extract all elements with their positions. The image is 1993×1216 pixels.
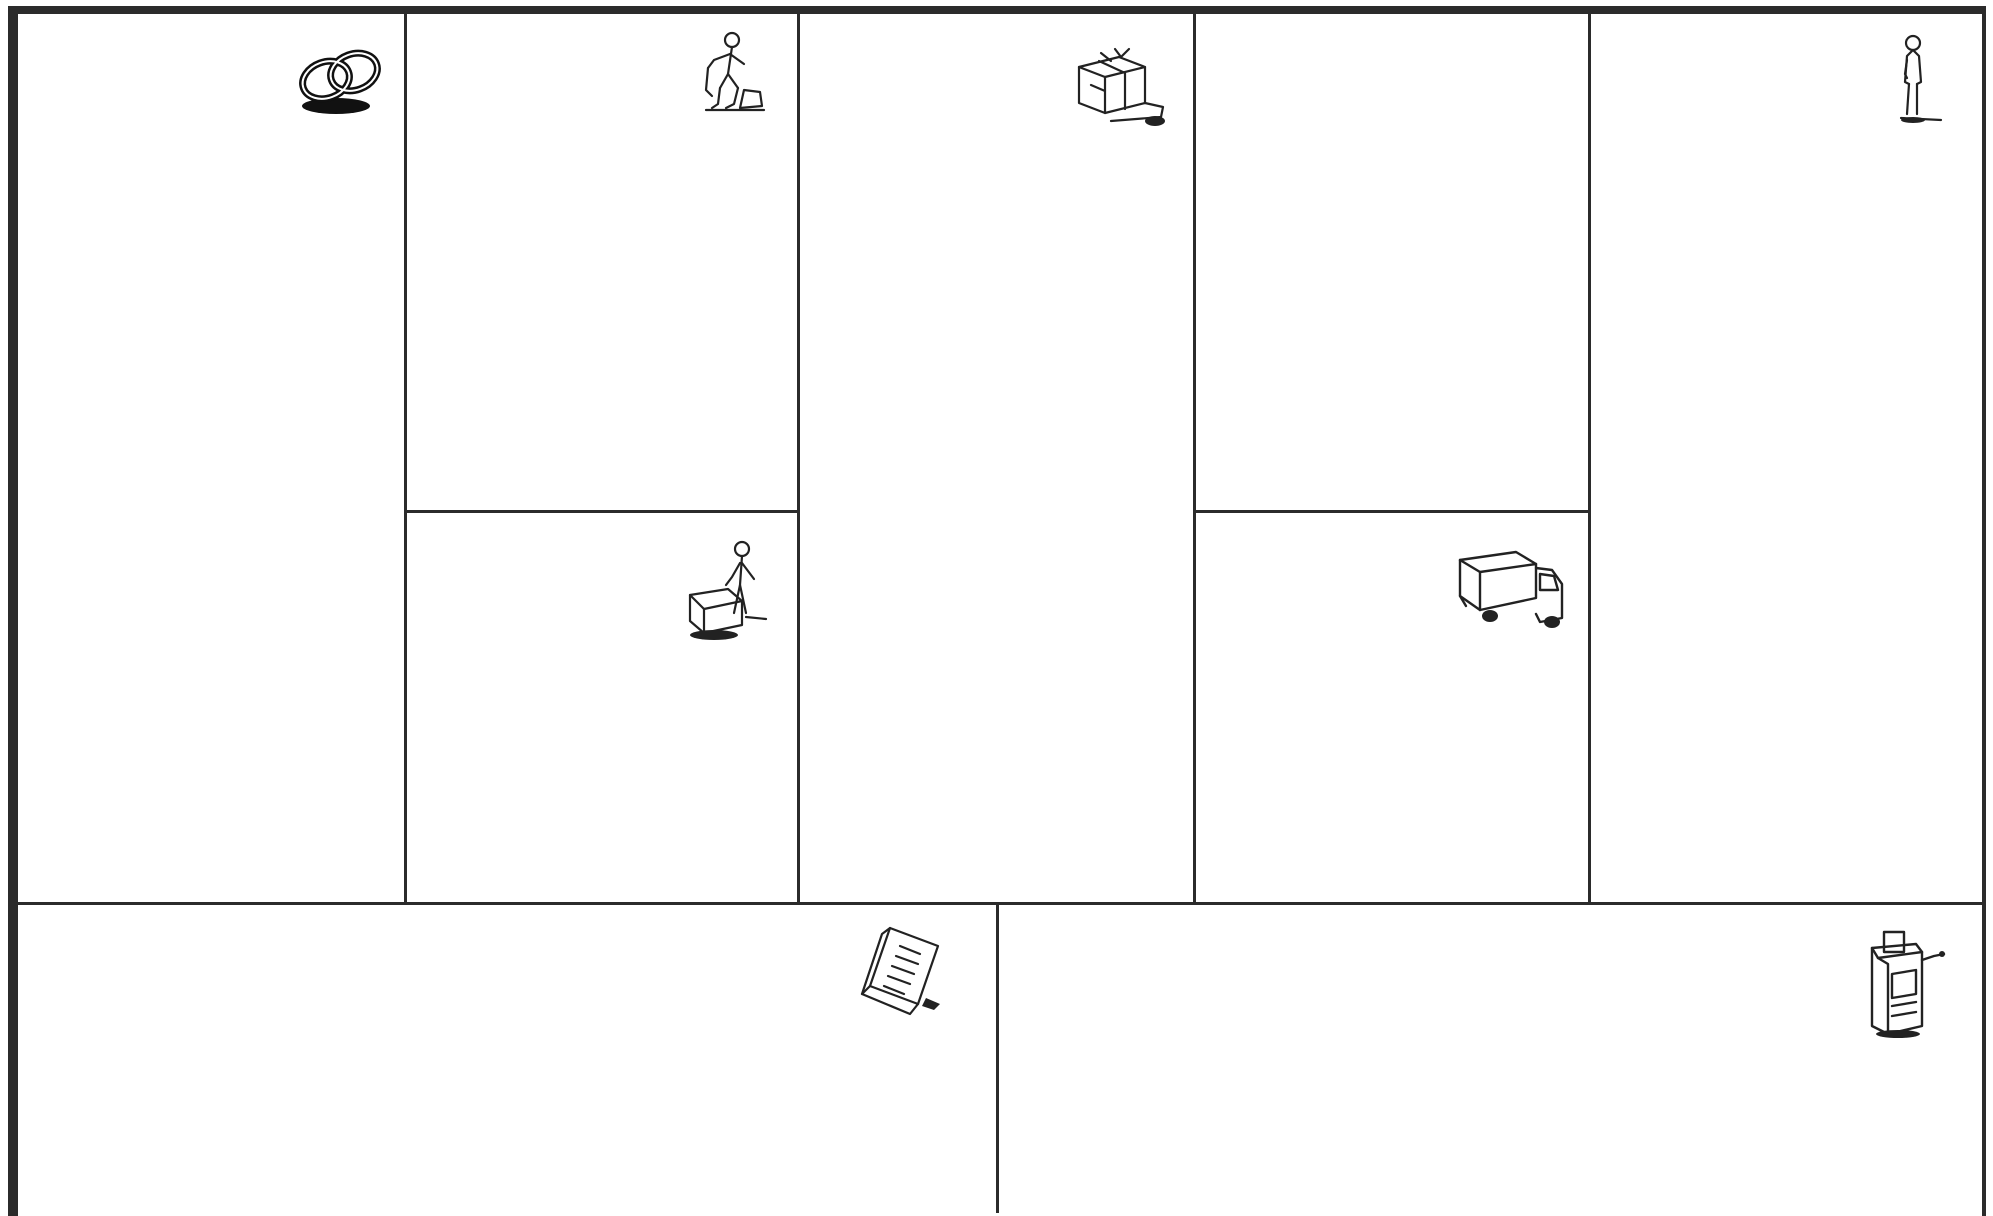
divider-vertical-3 (1193, 14, 1196, 902)
divider-vertical-4 (1588, 14, 1591, 902)
divider-horizontal-bottom-row (18, 902, 1982, 905)
divider-vertical-bottom (996, 902, 999, 1213)
divider-vertical-1 (404, 14, 407, 902)
divider-vertical-2 (797, 14, 800, 902)
cash-register-icon (1866, 930, 1946, 1042)
gift-box-cart-icon (1071, 45, 1169, 129)
price-list-document-icon (856, 924, 946, 1016)
divider-horizontal-activities-resources (404, 510, 800, 513)
linked-rings-icon (296, 38, 390, 118)
block-revenue-streams[interactable] (999, 906, 1979, 1213)
block-customer-segments[interactable] (1593, 14, 1979, 902)
block-key-partners[interactable] (18, 14, 404, 902)
divider-horizontal-relationships-channels (1193, 510, 1591, 513)
person-working-icon (698, 30, 770, 116)
block-customer-relationships[interactable] (1198, 14, 1588, 510)
person-with-machine-icon (684, 537, 774, 643)
standing-person-icon (1893, 34, 1957, 126)
block-cost-structure[interactable] (18, 906, 995, 1213)
delivery-truck-icon (1456, 550, 1566, 634)
block-value-propositions[interactable] (801, 14, 1193, 902)
